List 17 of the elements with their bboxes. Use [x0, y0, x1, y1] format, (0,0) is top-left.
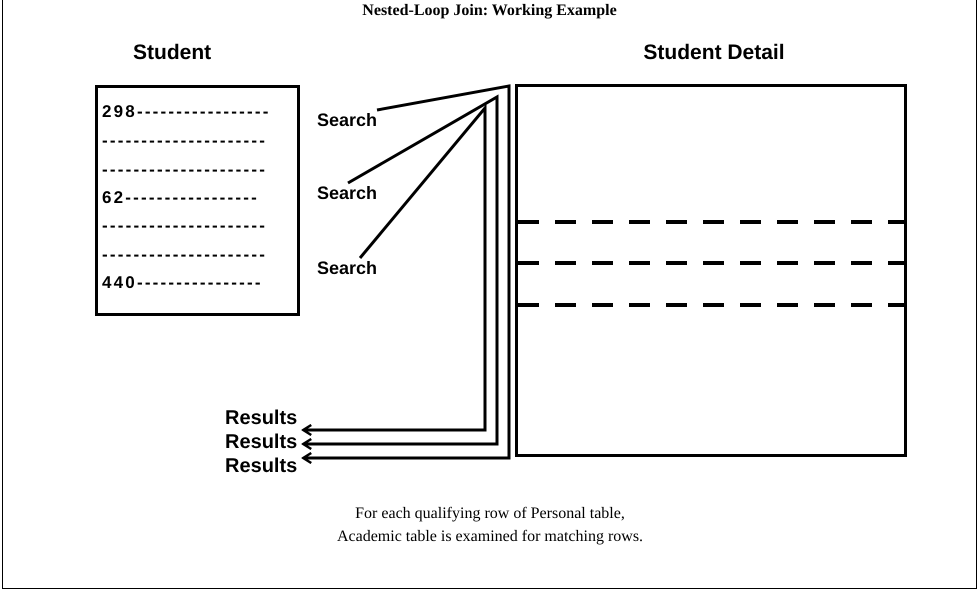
- diagram-title: Nested-Loop Join: Working Example: [361, 2, 618, 20]
- table-row: 62-----------------: [102, 188, 259, 208]
- table-row: 440----------------: [102, 273, 263, 293]
- table-row: 298-----------------: [102, 102, 271, 122]
- search-label: Search: [317, 183, 378, 204]
- table-row: ---------------------: [102, 160, 268, 180]
- table-heading: Student Detail: [642, 41, 786, 65]
- search-label: Search: [317, 110, 378, 131]
- result-label: Results: [225, 454, 298, 478]
- table-row: ---------------------: [102, 131, 268, 151]
- table-row: ---------------------: [102, 216, 268, 236]
- result-label: Results: [225, 430, 298, 454]
- search-label: Search: [317, 258, 378, 279]
- table-heading: Student: [133, 41, 212, 65]
- table-row: ---------------------: [102, 245, 268, 265]
- caption: For each qualifying row of Personal table, Academic table is examined for matching rows.: [336, 504, 644, 547]
- result-label: Results: [225, 406, 298, 430]
